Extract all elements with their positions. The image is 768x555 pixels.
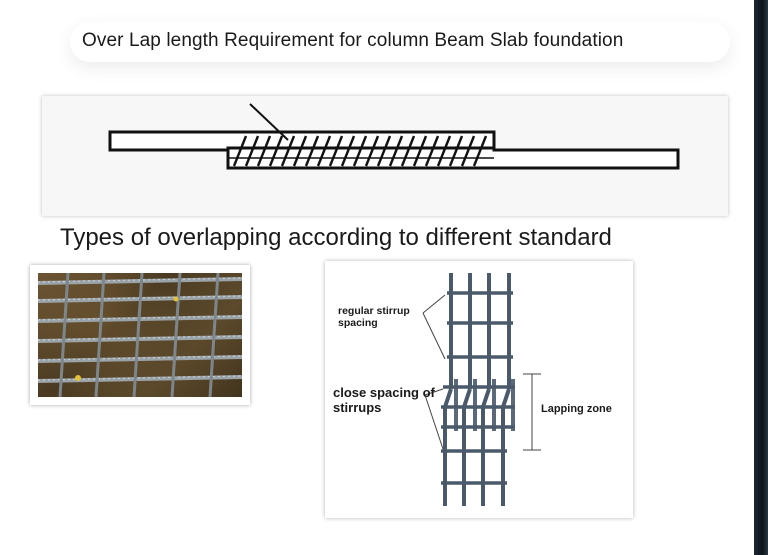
overlap-sketch-panel xyxy=(42,96,728,216)
leader-lines xyxy=(422,294,446,450)
lapping-zone-bracket xyxy=(523,373,541,451)
lap-zone-diagram-panel: regular stirrup spacing close spacing of… xyxy=(325,261,633,518)
lap-zone-diagram xyxy=(422,273,541,506)
binding-wire-leader xyxy=(249,103,289,141)
rebar-mesh-photo-frame xyxy=(30,265,250,405)
rebar-mesh-photo xyxy=(38,273,242,397)
screen-edge-strip xyxy=(754,0,768,555)
regular-stirrups xyxy=(447,291,513,359)
overlap-sketch xyxy=(108,103,680,170)
label-close-spacing: close spacing of stirrups xyxy=(333,385,435,415)
slide-title: Over Lap length Requirement for column B… xyxy=(82,30,624,51)
slide-subtitle: Types of overlapping according to differ… xyxy=(60,224,612,251)
binding-wire-spiral xyxy=(232,135,488,167)
rebar-mesh-drawing xyxy=(38,273,242,397)
label-regular-stirrup-spacing: regular stirrup spacing xyxy=(338,305,410,330)
label-lapping-zone: Lapping zone xyxy=(541,403,612,415)
close-stirrups xyxy=(441,385,515,485)
upper-vertical-bars xyxy=(449,273,511,389)
